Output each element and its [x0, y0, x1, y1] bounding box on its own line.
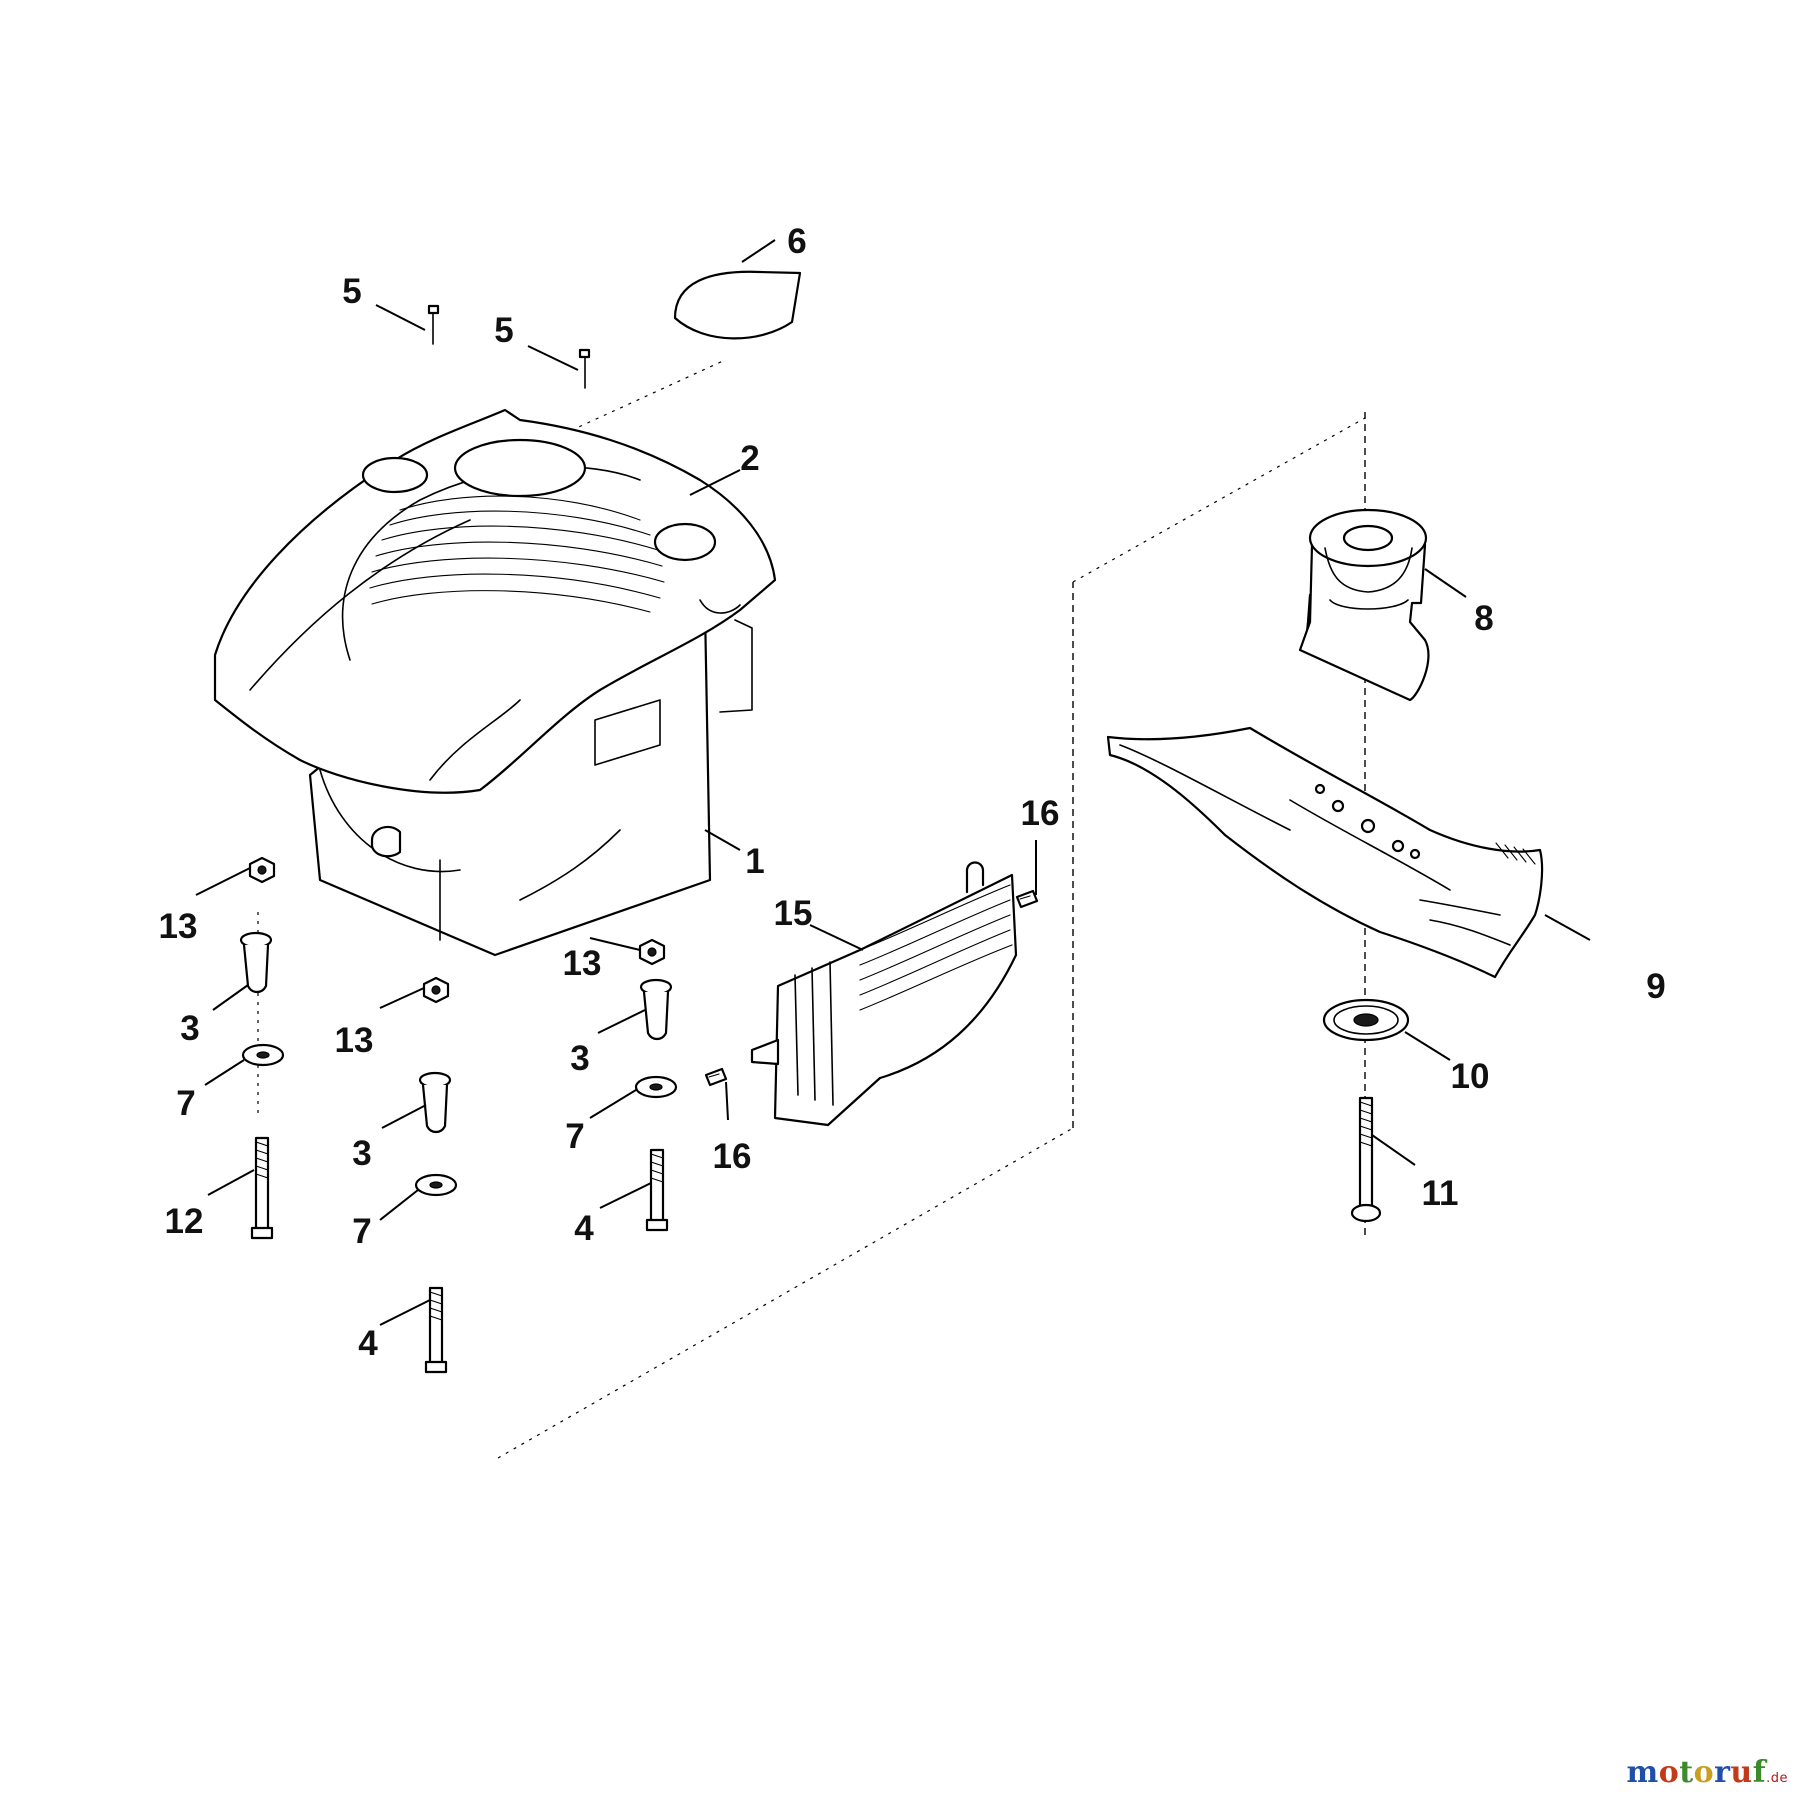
- callout-2: 2: [740, 439, 759, 478]
- leader-lines: [195, 239, 1591, 1326]
- watermark-letter: r: [1714, 1755, 1731, 1790]
- callout-5: 5: [494, 311, 513, 350]
- callout-16: 16: [1021, 794, 1060, 833]
- part-2-cover: [213, 408, 777, 794]
- callout-16: 16: [713, 1137, 752, 1176]
- callout-13: 13: [159, 907, 198, 946]
- callout-15: 15: [774, 894, 813, 933]
- callout-10: 10: [1451, 1057, 1490, 1096]
- callout-8: 8: [1474, 599, 1493, 638]
- part-16-screw-a: [1015, 889, 1039, 909]
- part-11-blade-bolt: [1350, 1096, 1382, 1223]
- part-3-sleeve-c: [639, 978, 673, 1041]
- part-5-screw: [427, 304, 440, 345]
- part-8-blade-adapter: [1298, 508, 1430, 702]
- callout-1: 1: [745, 842, 764, 881]
- watermark-letter: o: [1693, 1755, 1715, 1790]
- callout-9: 9: [1646, 967, 1665, 1006]
- callout-11: 11: [1422, 1174, 1459, 1213]
- callout-6: 6: [787, 222, 806, 261]
- callout-5: 5: [342, 272, 361, 311]
- watermark-text: motoruf: [1626, 1755, 1766, 1790]
- part-4-bolt-a: [424, 1286, 448, 1374]
- part-12-bolt: [250, 1136, 274, 1240]
- callout-13: 13: [335, 1021, 374, 1060]
- part-13-nut-c: [638, 938, 666, 966]
- callouts: 5 5 6 2 1 13 3 7 12 13 3 7 4 13 3 7 4 15…: [159, 222, 1666, 1363]
- part-13-nut-a: [248, 856, 276, 884]
- callout-3: 3: [352, 1134, 371, 1173]
- part-16-screw-b: [704, 1067, 728, 1087]
- part-9-blade: [1106, 726, 1544, 979]
- part-13-nut-b: [422, 976, 450, 1004]
- part-5-screw-2: [578, 348, 591, 389]
- callout-3: 3: [180, 1009, 199, 1048]
- part-6-cap: [673, 270, 802, 340]
- part-7-washer-a: [241, 1043, 285, 1067]
- watermark-letter: m: [1626, 1755, 1659, 1790]
- callout-12: 12: [165, 1202, 204, 1241]
- callout-7: 7: [565, 1117, 584, 1156]
- watermark-letter: o: [1658, 1755, 1680, 1790]
- callout-13: 13: [563, 944, 602, 983]
- part-7-washer-c: [634, 1075, 678, 1099]
- part-7-washer-b: [414, 1173, 458, 1197]
- part-4-bolt-b: [645, 1148, 669, 1232]
- part-3-sleeve-a: [239, 931, 273, 994]
- part-3-sleeve-b: [418, 1071, 452, 1134]
- part-10-washer: [1322, 998, 1410, 1042]
- watermark-letter: f: [1752, 1755, 1767, 1790]
- watermark-letter: t: [1679, 1755, 1694, 1790]
- watermark-letter: u: [1730, 1755, 1753, 1790]
- watermark-logo: motoruf.de: [1626, 1755, 1788, 1790]
- callout-7: 7: [352, 1212, 371, 1251]
- callout-7: 7: [176, 1084, 195, 1123]
- callout-4: 4: [574, 1209, 594, 1248]
- callout-3: 3: [570, 1039, 589, 1078]
- callout-4: 4: [358, 1324, 378, 1363]
- part-15-muffler: [750, 861, 1018, 1127]
- watermark-suffix: .de: [1766, 1771, 1788, 1786]
